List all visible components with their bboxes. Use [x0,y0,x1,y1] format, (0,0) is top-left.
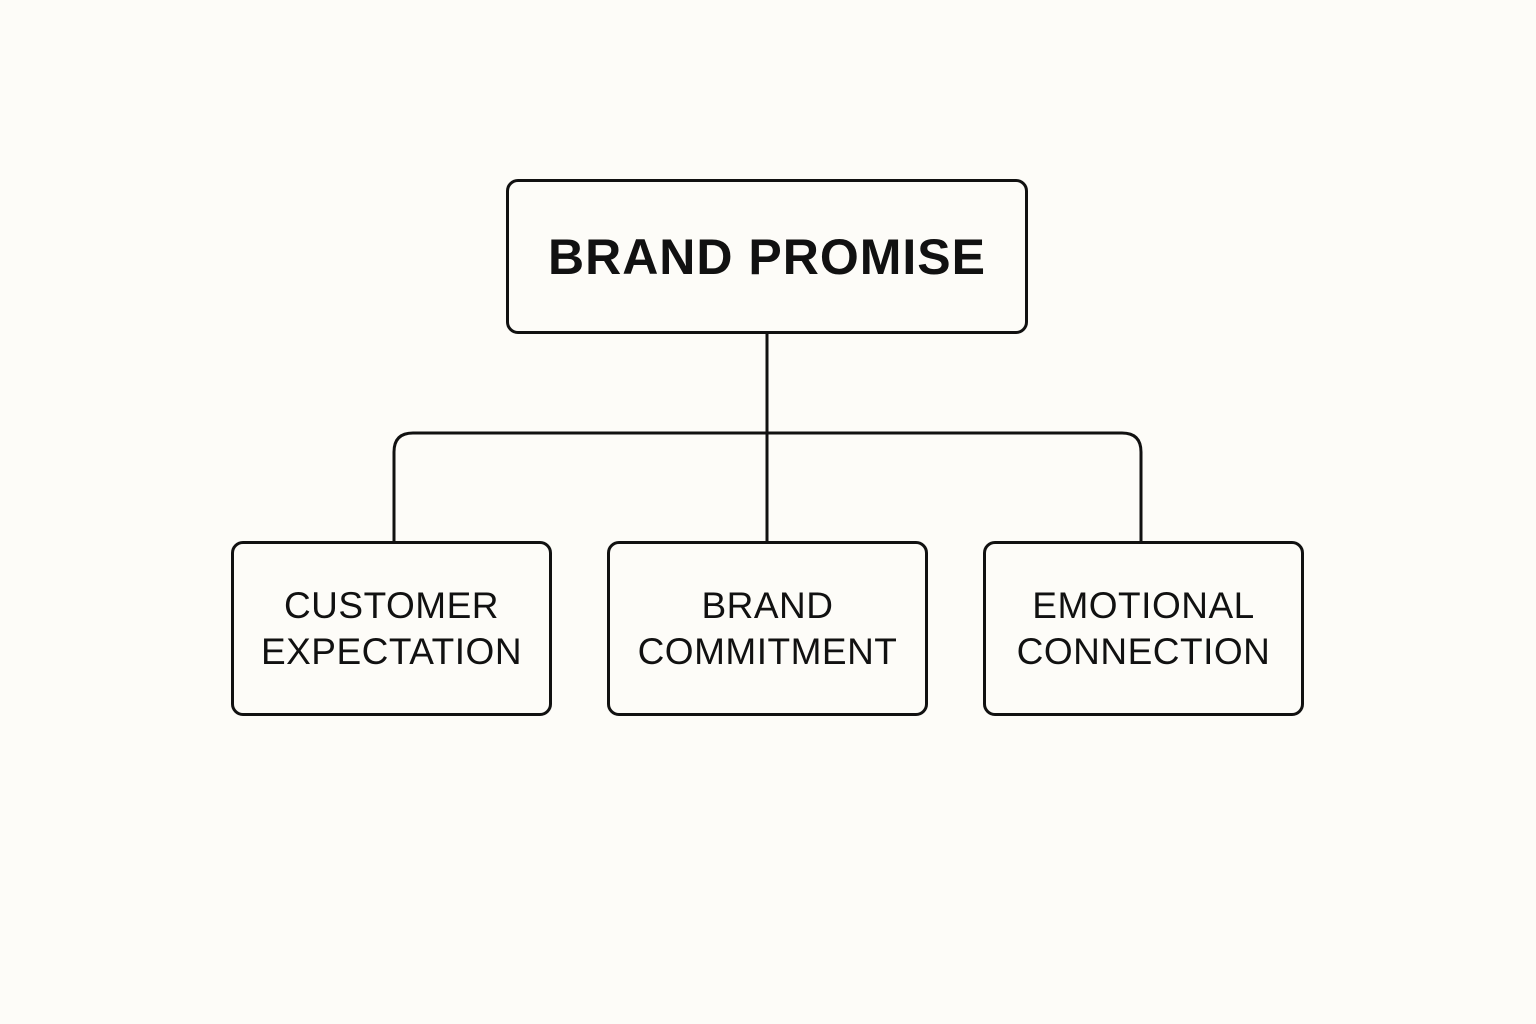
customer-expectation-node: CUSTOMER EXPECTATION [231,541,552,716]
customer-expectation-line-1: CUSTOMER [283,584,500,626]
customer-expectation-line-2: EXPECTATION [260,630,523,672]
brand-commitment-node: BRAND COMMITMENT [607,541,928,716]
brand-commitment-line-1: BRAND [701,584,834,626]
brand-commitment-line-2: COMMITMENT [637,630,898,672]
customer-expectation-label: CUSTOMER EXPECTATION [261,583,522,675]
branch-connector [392,431,1143,542]
brand-promise-node: BRAND PROMISE [506,179,1028,334]
emotional-connection-label: EMOTIONAL CONNECTION [1017,583,1271,675]
emotional-connection-line-2: CONNECTION [1016,630,1271,672]
brand-promise-label: BRAND PROMISE [547,228,987,285]
brand-commitment-label: BRAND COMMITMENT [638,583,898,675]
emotional-connection-line-1: EMOTIONAL [1032,584,1255,626]
emotional-connection-node: EMOTIONAL CONNECTION [983,541,1304,716]
